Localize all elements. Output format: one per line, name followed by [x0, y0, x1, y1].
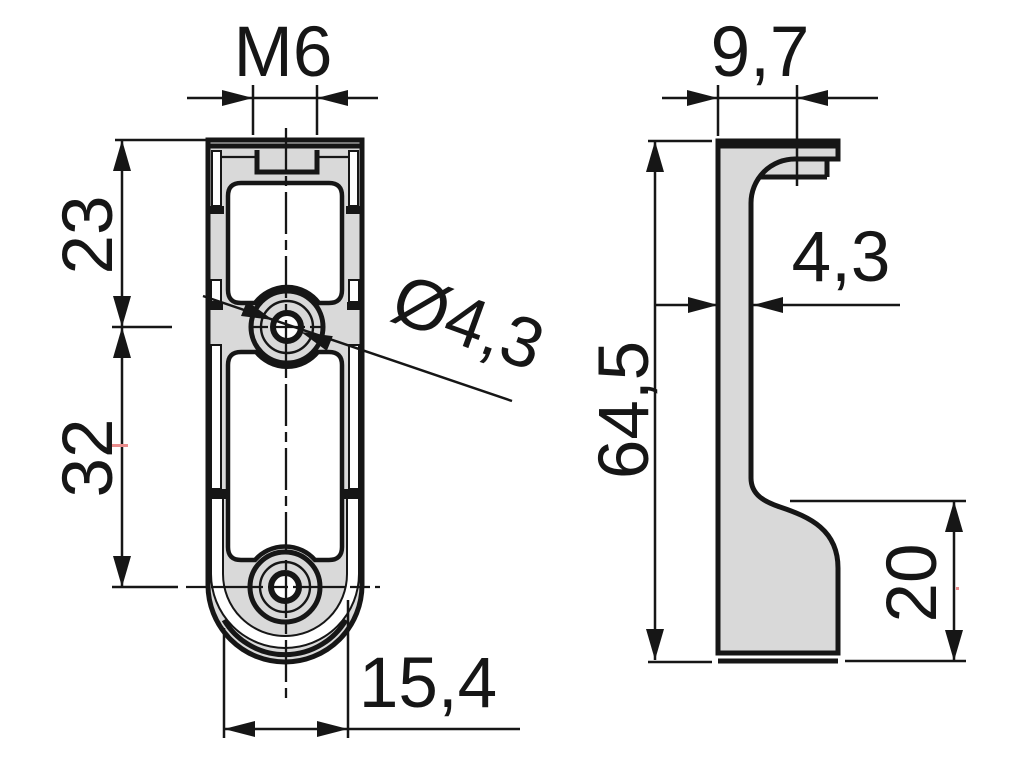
dim-label-20: 20 — [873, 544, 952, 623]
slot-upper-left — [211, 150, 222, 207]
arrowhead — [317, 90, 348, 106]
front-view — [186, 128, 380, 702]
side-view — [715, 138, 841, 664]
dim-9-7: 9,7 — [662, 13, 878, 186]
arrowhead — [113, 296, 131, 327]
arrowhead — [301, 332, 333, 351]
red-artifact-dot — [956, 587, 959, 590]
slot-lower-left — [210, 344, 222, 490]
slot-mid-right — [348, 279, 360, 303]
dim-label-64-5: 64,5 — [585, 341, 664, 479]
dim-64-5: 64,5 — [585, 139, 712, 664]
dim-label-15-4: 15,4 — [359, 644, 497, 723]
arrowhead — [688, 297, 718, 313]
dim-label-9-7: 9,7 — [711, 13, 810, 92]
dim-label-diameter: Ø4,3 — [382, 259, 554, 386]
dim-label-m6: M6 — [234, 13, 333, 92]
front-u-channel — [210, 496, 360, 649]
dim-15-4: 15,4 — [222, 600, 520, 738]
dim-20: 20 — [790, 499, 966, 663]
front-slot-caps — [206, 206, 364, 499]
arrowhead — [224, 721, 255, 737]
arrowhead — [646, 629, 664, 660]
dim-m6: M6 — [187, 13, 378, 135]
arrowhead — [945, 501, 963, 532]
front-edge-slots — [210, 150, 360, 490]
arrowhead — [113, 327, 131, 358]
dim-label-32: 32 — [49, 419, 128, 498]
arrowhead — [222, 90, 253, 106]
arrowhead — [945, 630, 963, 661]
arrowhead — [317, 721, 348, 737]
front-thread-notch — [254, 150, 320, 175]
side-view-outline — [715, 138, 841, 656]
arrowhead — [753, 297, 783, 313]
arrowhead — [113, 556, 131, 587]
front-centerlines — [186, 128, 380, 702]
dim-label-23: 23 — [49, 196, 128, 275]
dim-32: 32 — [49, 327, 178, 589]
arrowhead — [797, 90, 828, 106]
arrowhead — [687, 90, 718, 106]
dim-label-4-3: 4,3 — [792, 218, 891, 297]
dim-4-3: 4,3 — [655, 218, 900, 313]
slot-upper-right — [348, 150, 359, 207]
arrowhead — [113, 140, 131, 171]
arrowhead — [241, 301, 273, 320]
dim-23: 23 — [49, 138, 206, 329]
slot-lower-right — [348, 344, 360, 490]
arrowhead — [646, 141, 664, 172]
side-tongue-edges — [759, 161, 830, 180]
red-artifact-dash — [112, 444, 128, 447]
